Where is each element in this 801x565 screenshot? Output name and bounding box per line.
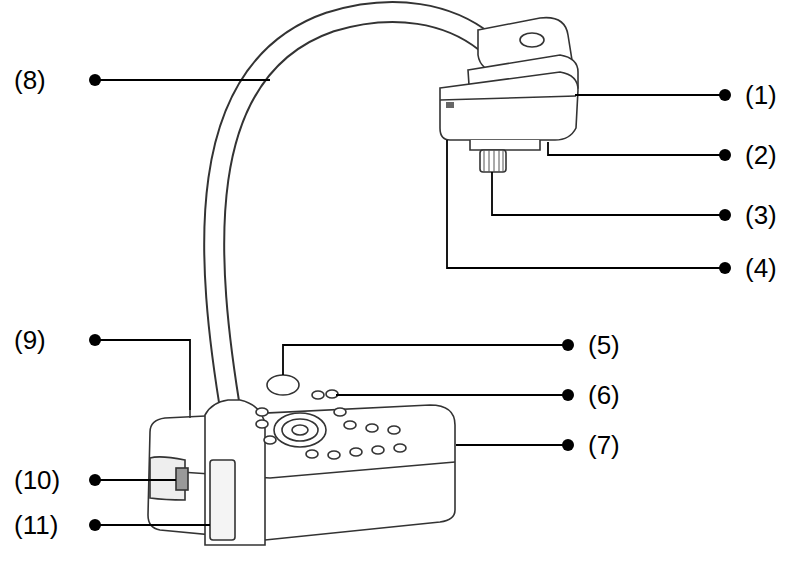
drawing-stroke	[95, 479, 176, 481]
drawing-stroke	[719, 209, 731, 221]
drawing-stroke	[562, 339, 574, 351]
drawing-stroke	[489, 150, 490, 172]
drawing-stroke	[334, 408, 346, 416]
drawing-stroke	[499, 150, 500, 172]
drawing-stroke	[719, 262, 731, 274]
drawing-stroke	[328, 451, 340, 459]
drawing-stroke	[492, 172, 725, 215]
drawing-stroke	[210, 460, 235, 540]
callout-number: (3)	[745, 202, 777, 228]
drawing-stroke	[282, 419, 318, 441]
callout-number: (9)	[14, 327, 46, 353]
drawing-stroke	[214, 12, 485, 420]
drawing-stroke	[575, 94, 725, 96]
drawing-stroke	[447, 140, 725, 268]
drawing-stroke	[484, 150, 503, 172]
drawing-stroke	[388, 426, 400, 434]
drawing-stroke	[95, 79, 270, 81]
drawing-stroke	[372, 446, 384, 454]
drawing-stroke	[148, 405, 455, 540]
callout-number: (7)	[588, 432, 620, 458]
drawing-stroke	[264, 436, 276, 444]
drawing-stroke	[562, 389, 574, 401]
drawing-stroke	[256, 420, 268, 428]
callout-number: (6)	[588, 382, 620, 408]
drawing-stroke	[95, 524, 210, 526]
drawing-stroke	[366, 424, 378, 432]
drawing-stroke	[89, 519, 101, 531]
drawing-stroke	[274, 413, 326, 447]
leader-lines	[95, 80, 725, 525]
camera-head	[440, 18, 578, 172]
callout-number: (1)	[745, 82, 777, 108]
drawing-stroke	[470, 140, 540, 150]
callout-number: (11)	[14, 512, 58, 538]
drawing-stroke	[548, 142, 725, 155]
drawing-stroke	[719, 149, 731, 161]
drawing-stroke	[440, 72, 578, 140]
control-buttons	[306, 408, 406, 459]
drawing-stroke	[267, 375, 299, 395]
drawing-stroke	[484, 150, 485, 172]
callout-number: (8)	[14, 67, 46, 93]
drawing-stroke	[150, 462, 455, 478]
drawing-stroke	[256, 408, 268, 416]
drawing-stroke	[480, 150, 506, 172]
drawing-stroke	[89, 474, 101, 486]
callout-number: (10)	[14, 467, 60, 493]
callout-number: (4)	[745, 255, 777, 281]
leader-dots	[89, 74, 731, 531]
drawing-stroke	[562, 439, 574, 451]
drawing-stroke	[503, 150, 504, 172]
drawing-stroke	[350, 448, 362, 456]
callout-number: (2)	[745, 142, 777, 168]
callout-number: (5)	[588, 332, 620, 358]
drawing-stroke	[520, 33, 544, 47]
drawing-stroke	[89, 74, 101, 86]
drawing-stroke	[292, 425, 308, 435]
drawing-stroke	[326, 390, 338, 398]
drawing-stroke	[176, 468, 188, 490]
drawing-stroke	[214, 12, 485, 420]
drawing-stroke	[336, 394, 568, 396]
drawing-stroke	[719, 89, 731, 101]
drawing-stroke	[456, 444, 568, 446]
drawing-stroke	[312, 391, 324, 399]
drawing-stroke	[89, 334, 101, 346]
drawing-stroke	[494, 150, 495, 172]
drawing-stroke	[446, 102, 454, 108]
drawing-stroke	[95, 340, 190, 410]
camera-base	[148, 375, 455, 545]
drawing-stroke	[306, 450, 318, 458]
drawing-stroke	[283, 345, 568, 375]
drawing-stroke	[189, 410, 191, 418]
drawing-stroke	[344, 421, 356, 429]
gooseneck-arm	[214, 12, 485, 420]
drawing-stroke	[394, 444, 406, 452]
drawing-stroke	[440, 96, 576, 100]
